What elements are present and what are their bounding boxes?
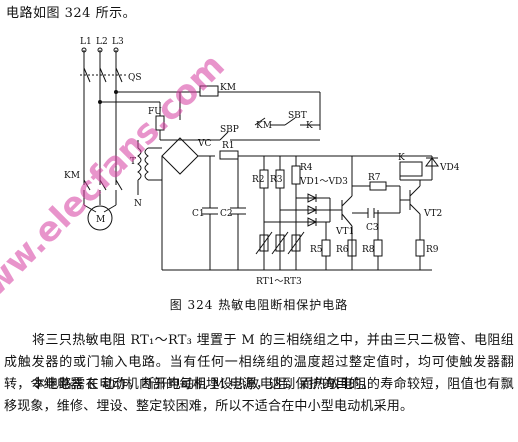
paragraph-2: 本电路需在电动机内部的每相埋设热敏电阻，而热敏电阻的寿命较短，阻值也有飘移现象，… <box>4 377 514 414</box>
label-r5: R5 <box>310 245 323 255</box>
label-r6: R6 <box>336 245 349 255</box>
label-vt2: VT2 <box>423 209 442 219</box>
label-rt1-rt3: RT1～RT3 <box>256 277 302 287</box>
label-c3: C3 <box>366 223 379 233</box>
label-l2: L2 <box>96 37 108 47</box>
label-vc: VC <box>197 139 211 149</box>
label-r7: R7 <box>368 173 381 183</box>
circuit-schematic: L1 L2 L3 QS KM FU SBP SBT KM K VC R1 T N… <box>64 37 460 287</box>
label-r8: R8 <box>362 245 375 255</box>
label-r9: R9 <box>426 245 439 255</box>
label-l3: L3 <box>112 37 124 47</box>
label-km-aux: KM <box>256 121 272 131</box>
label-m: M <box>96 215 105 225</box>
figure-caption: 图 324 热敏电阻断相保护电路 <box>169 298 349 312</box>
label-sbt: SBT <box>288 111 307 121</box>
label-vd1-vd3: VD1～VD3 <box>299 177 348 187</box>
label-qs: QS <box>128 73 142 83</box>
label-n: N <box>134 199 142 209</box>
label-fu: FU <box>148 107 162 117</box>
label-r4: R4 <box>300 163 313 173</box>
label-l1: L1 <box>80 37 92 47</box>
label-r3: R3 <box>270 175 283 185</box>
intro-text: 电路如图 324 所示。 <box>6 6 137 21</box>
label-km-main: KM <box>64 171 80 181</box>
label-r2: R2 <box>252 175 265 185</box>
label-km-top: KM <box>220 83 236 93</box>
label-r1: R1 <box>222 141 235 151</box>
label-c2: C2 <box>220 209 233 219</box>
label-k-coil: K <box>398 153 405 163</box>
label-c1: C1 <box>192 209 205 219</box>
label-sbp: SBP <box>220 125 239 135</box>
label-vd4: VD4 <box>439 163 460 173</box>
label-k-contact: K <box>306 121 313 131</box>
label-t: T <box>130 157 136 167</box>
label-vt1: VT1 <box>335 227 354 237</box>
paragraph-1: 将三只热敏电阻 RT₁～RT₃ 埋置于 M 的三相绕组之中，并由三只二极管、电阻… <box>4 333 514 392</box>
